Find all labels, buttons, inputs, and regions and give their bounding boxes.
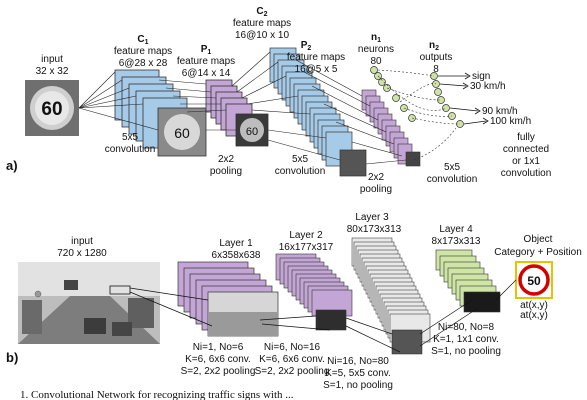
op-conv1-b: convolution <box>105 144 156 155</box>
panel-a: a) input 32 x 32 60 C1 feature maps 6@28… <box>6 6 551 195</box>
p2-name: P2 <box>301 40 312 52</box>
layer1-param-1: Ni=1, No=6 <box>193 342 244 353</box>
n1-name: n1 <box>371 32 381 44</box>
object-title: Object <box>524 234 553 245</box>
n2-name: n2 <box>429 40 439 52</box>
b-input-title: input <box>71 236 93 247</box>
layer3-title: Layer 3 <box>355 212 389 223</box>
input-title: input <box>41 54 63 65</box>
op-pool1-a: 2x2 <box>218 154 235 165</box>
output-label-30: 30 km/h <box>470 81 506 92</box>
input-sign-image: 60 <box>25 80 79 136</box>
op-conv1-a: 5x5 <box>122 132 139 143</box>
panel-b-marker: b) <box>6 350 18 365</box>
c1-dims: 6@28 x 28 <box>119 58 168 69</box>
op-conv3-b: convolution <box>427 174 478 185</box>
p1-dims: 6@14 x 14 <box>182 68 231 79</box>
p2-desc: feature maps <box>287 52 345 63</box>
layer3-param-3: S=1, no pooling <box>323 380 393 391</box>
layer1-maps <box>178 262 278 336</box>
op-fc-b: connected <box>503 144 549 155</box>
p2-dims: 16@5 x 5 <box>295 64 338 75</box>
c2-name: C2 <box>256 6 267 18</box>
input-sign-number: 60 <box>41 99 62 120</box>
layer1-dims: 6x358x638 <box>212 250 261 261</box>
p1-desc: feature maps <box>177 56 235 67</box>
p2-feature-maps <box>362 90 420 166</box>
b-input-size: 720 x 1280 <box>57 248 107 259</box>
layer4-param-3: S=1, no pooling <box>431 346 501 357</box>
sign-number: 50 <box>527 274 541 288</box>
p1-name: P1 <box>201 44 212 56</box>
speed-limit-sign: 50 <box>516 262 552 298</box>
c1-desc: feature maps <box>114 46 172 57</box>
n1-count: 80 <box>370 56 382 67</box>
svg-text:60: 60 <box>246 126 258 138</box>
n2-desc: outputs <box>420 52 453 63</box>
svg-text:60: 60 <box>174 125 190 141</box>
layer2-param-1: Ni=6, No=16 <box>264 342 321 353</box>
layer4-param-2: K=1, 1x1 conv. <box>433 334 499 345</box>
layer3-maps <box>352 238 430 354</box>
layer3-param-2: K=5, 5x5 conv. <box>325 368 391 379</box>
layer1-param-2: K=6, 6x6 conv. <box>185 354 251 365</box>
figure-caption: 1. Convolutional Network for recognizing… <box>20 389 294 400</box>
layer4-dims: 8x173x313 <box>432 236 481 247</box>
op-pool1-b: pooling <box>210 166 242 177</box>
layer2-param-3: S=2, 2x2 pooling <box>255 366 330 377</box>
layer1-title: Layer 1 <box>219 238 253 249</box>
layer2-dims: 16x177x317 <box>279 242 334 253</box>
layer1-param-3: S=2, 2x2 pooling <box>181 366 256 377</box>
op-conv3-a: 5x5 <box>444 162 461 173</box>
panel-b: b) input 720 x 1280 Layer 1 6x358x638 <box>6 212 582 391</box>
op-fc-a: fully <box>517 132 535 143</box>
layer3-dims: 80x173x313 <box>347 224 402 235</box>
layer3-param-1: Ni=16, No=80 <box>327 356 389 367</box>
layer2-param-2: K=6, 6x6 conv. <box>259 354 325 365</box>
panel-a-marker: a) <box>6 158 18 173</box>
op-fc-d: convolution <box>501 168 552 179</box>
layer4-title: Layer 4 <box>439 224 473 235</box>
layer2-title: Layer 2 <box>289 230 323 241</box>
op-conv2-a: 5x5 <box>292 154 309 165</box>
input-size: 32 x 32 <box>36 66 69 77</box>
op-pool2-a: 2x2 <box>368 172 385 183</box>
c2-dims: 16@10 x 10 <box>235 30 290 41</box>
op-fc-c: or 1x1 <box>512 156 540 167</box>
c1-name: C1 <box>137 34 148 46</box>
n1-desc: neurons <box>358 44 394 55</box>
output-label-100: 100 km/h <box>490 116 531 127</box>
layer2-maps <box>276 254 352 330</box>
op-pool2-b: pooling <box>360 184 392 195</box>
object-subtitle: Category + Position <box>494 247 582 258</box>
c2-desc: feature maps <box>233 18 291 29</box>
layer4-param-1: Ni=80, No=8 <box>438 322 495 333</box>
object-pos-2: at(x,y) <box>520 310 548 321</box>
road-scene-image <box>18 262 160 344</box>
op-conv2-b: convolution <box>275 166 326 177</box>
